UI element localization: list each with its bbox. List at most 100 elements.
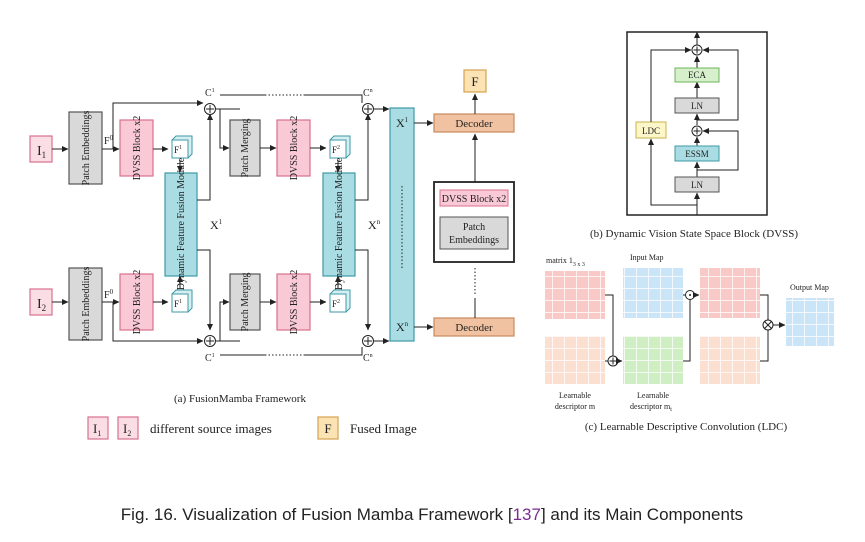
legend-f-box [317, 416, 339, 440]
patch-embeddings-bottom-label: Patch Embeddings [81, 267, 92, 342]
dffm-1-label: Dynamic Feature Fusion Module [176, 157, 187, 290]
x1-label: X1 [210, 218, 223, 232]
dvss-top-1-label: DVSS Block x2 [132, 116, 143, 180]
ldc-desc-mt-line2: descriptor mt [630, 402, 672, 413]
dvss-bottom-2 [276, 273, 311, 331]
ldc-mid-bottom-grid [700, 336, 760, 384]
patch-embeddings-top [68, 111, 103, 185]
ldc-plus [607, 355, 619, 367]
patch-merging-top [229, 119, 261, 177]
decoder-bottom [433, 317, 515, 337]
input-i2-label: I2 [37, 297, 46, 313]
legend-i1-label: I1 [93, 421, 101, 438]
dffm-2-label: Dynamic Feature Fusion Module [334, 157, 345, 290]
f1-2-label: F2 [332, 145, 340, 155]
f1-0-label: F0 [104, 134, 114, 147]
decoder-stage-dvss-label: DVSS Block x2 [442, 194, 506, 205]
decoder-top [433, 113, 515, 133]
dvss-essm [674, 145, 720, 162]
ldc-input-map-grid [623, 268, 683, 318]
f2-2-label: F2 [332, 299, 340, 309]
plus-c1-n [362, 103, 374, 115]
x-stack-top-label: X1 [396, 116, 409, 130]
decoder-stage-dvss [439, 189, 509, 207]
dvss-essm-label: ESSM [685, 149, 709, 159]
ldc-output-map-label: Output Map [790, 283, 829, 292]
dvss-plus-mid [691, 125, 703, 137]
dvss-ln-top [674, 97, 720, 114]
dvss-bottom-1-label: DVSS Block x2 [132, 270, 143, 334]
xn-label: Xn [368, 218, 381, 232]
dvss-top-1 [119, 119, 154, 177]
dvss-eca-label: ECA [688, 70, 707, 80]
dvss-top-2 [276, 119, 311, 177]
legend-i2-box [117, 416, 139, 440]
legend: I1 I2 different source images F Fused Im… [87, 416, 417, 440]
plus-c2-1 [204, 335, 216, 347]
ldc-desc-mt-line1: Learnable [637, 391, 669, 400]
legend-i2-label: I2 [123, 421, 131, 438]
c2-n-label: Cn [363, 353, 373, 364]
f1-2-cube: F2 [329, 135, 351, 159]
legend-source-text: different source images [150, 421, 272, 436]
decoder-top-label: Decoder [455, 118, 493, 130]
dvss-ldc-label: LDC [642, 126, 660, 136]
panel-b: LN ESSM LN ECA LDC (b) Dynamic Vision St… [590, 31, 798, 240]
dvss-ln-bottom-label: LN [691, 180, 703, 190]
legend-i1-box [87, 416, 109, 440]
figure-caption: Fig. 16. Visualization of Fusion Mamba F… [121, 505, 743, 524]
x-stack-bottom-label: Xn [396, 320, 409, 334]
patch-merging-top-label: Patch Merging [240, 119, 251, 178]
fused-output-box [463, 69, 487, 93]
ldc-descriptor-mt-grid [623, 336, 683, 384]
plus-c1-1 [204, 103, 216, 115]
ldc-desc-m-line2: descriptor m [555, 402, 596, 411]
panel-a: I1 I2 Patch Embeddings Patch Embeddings … [29, 69, 515, 405]
dvss-plus-top [691, 44, 703, 56]
ldc-input-map-label: Input Map [630, 253, 664, 262]
ldc-descriptor-m-grid [545, 336, 605, 384]
patch-embeddings-bottom [68, 267, 103, 341]
legend-fused-text: Fused Image [350, 421, 417, 436]
decoder-stage-patch [439, 216, 509, 250]
fused-output-label: F [471, 74, 478, 89]
panel-c-caption: (c) Learnable Descriptive Convolution (L… [585, 421, 788, 433]
f2-2-cube: F2 [329, 289, 351, 313]
dvss-eca [674, 67, 720, 83]
decoder-bottom-label: Decoder [455, 322, 493, 334]
panel-b-caption: (b) Dynamic Vision State Space Block (DV… [590, 228, 798, 240]
ldc-times [762, 319, 774, 331]
dvss-ln-top-label: LN [691, 101, 703, 111]
ldc-dot [685, 290, 695, 300]
dvss-ln-bottom [674, 176, 720, 193]
c1-1-label: C1 [205, 88, 215, 99]
panel-c: matrix 13 x 3 Input Map Output Map [545, 253, 834, 433]
decoder-stage-patch-label-1: Patch [463, 222, 485, 233]
f2-1-cube: F1 [171, 289, 193, 313]
dvss-bottom-2-label: DVSS Block x2 [289, 270, 300, 334]
panel-a-caption: (a) FusionMamba Framework [174, 393, 306, 405]
dvss-top-2-label: DVSS Block x2 [289, 116, 300, 180]
f2-1-label: F1 [174, 299, 182, 309]
f2-0-label: F0 [104, 288, 114, 301]
dffm-2 [322, 172, 356, 277]
plus-c2-n [362, 335, 374, 347]
patch-merging-bottom-label: Patch Merging [240, 273, 251, 332]
dffm-1 [164, 172, 198, 277]
input-i1-label: I1 [37, 144, 46, 160]
c2-1-label: C1 [205, 353, 215, 364]
ldc-matrix-grid [545, 271, 605, 319]
ldc-matrix-label: matrix 13 x 3 [546, 256, 585, 268]
legend-f-label: F [324, 421, 331, 436]
patch-merging-bottom [229, 273, 261, 331]
ldc-desc-m-line1: Learnable [559, 391, 591, 400]
patch-embeddings-top-label: Patch Embeddings [81, 111, 92, 186]
f1-1-cube: F1 [171, 135, 193, 159]
ldc-output-map-grid [786, 298, 834, 346]
figure-caption-ref[interactable]: 137 [513, 505, 541, 524]
decoder-stage-patch-label-2: Embeddings [449, 235, 499, 246]
c1-n-label: Cn [363, 88, 373, 99]
f1-1-label: F1 [174, 145, 182, 155]
ldc-mid-top-grid [700, 268, 760, 318]
